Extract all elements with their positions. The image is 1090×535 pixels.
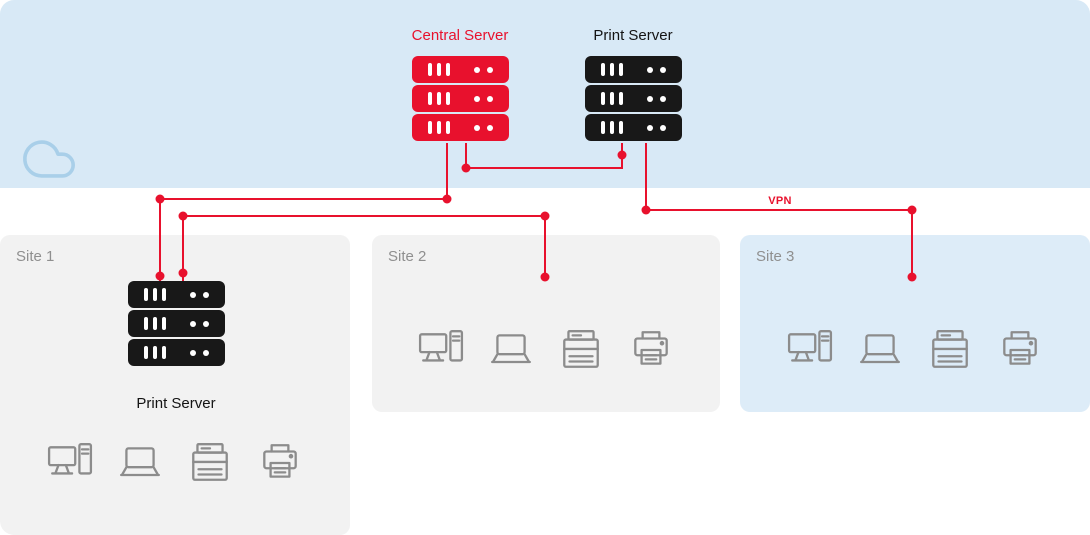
printer-icon <box>628 327 674 373</box>
server-slots <box>144 317 166 330</box>
desktop-computer-icon <box>787 327 833 373</box>
cloud-zone <box>0 0 1090 188</box>
server-unit <box>412 85 509 112</box>
server-slots <box>428 63 450 76</box>
connection-dot <box>641 205 651 215</box>
laptop-icon <box>488 327 534 373</box>
connection-dot <box>540 211 550 221</box>
server-unit <box>412 114 509 141</box>
server-leds <box>190 320 209 327</box>
server-unit <box>128 281 225 308</box>
connection-dot <box>178 211 188 221</box>
printer-icon <box>997 327 1043 373</box>
cloud-print-server-label: Print Server <box>593 27 673 44</box>
server-unit <box>412 56 509 83</box>
server-slots <box>144 288 166 301</box>
server-leds <box>647 95 666 102</box>
desktop-computer-icon <box>47 440 93 486</box>
cloud-print-server-icon <box>585 56 682 141</box>
site2-panel: Site 2 <box>372 235 720 412</box>
cloud-icon <box>23 140 75 178</box>
server-unit <box>585 85 682 112</box>
server-leds <box>647 66 666 73</box>
connection-dot <box>442 194 452 204</box>
server-leds <box>647 124 666 131</box>
server-slots <box>428 121 450 134</box>
mfp-icon <box>558 327 604 373</box>
site1-print-server-label: Print Server <box>136 395 216 412</box>
server-slots <box>601 121 623 134</box>
server-leds <box>474 95 493 102</box>
server-leds <box>474 124 493 131</box>
connection-dot <box>907 205 917 215</box>
site1-label: Site 1 <box>16 248 55 265</box>
connection-dot <box>155 194 165 204</box>
central-server-icon <box>412 56 509 141</box>
vpn-label: VPN <box>768 195 792 207</box>
mfp-icon <box>187 440 233 486</box>
server-unit <box>128 339 225 366</box>
site1-panel: Site 1 Print Server <box>0 235 350 535</box>
server-slots <box>601 63 623 76</box>
site3-devices <box>740 327 1090 373</box>
server-leds <box>190 349 209 356</box>
server-slots <box>144 346 166 359</box>
server-slots <box>428 92 450 105</box>
mfp-icon <box>927 327 973 373</box>
server-unit <box>585 56 682 83</box>
site1-devices <box>0 440 350 486</box>
server-unit <box>128 310 225 337</box>
server-leds <box>474 66 493 73</box>
site2-label: Site 2 <box>388 248 427 265</box>
printer-icon <box>257 440 303 486</box>
server-leds <box>190 291 209 298</box>
site3-label: Site 3 <box>756 248 795 265</box>
server-slots <box>601 92 623 105</box>
server-unit <box>585 114 682 141</box>
central-server-label: Central Server <box>411 27 509 44</box>
site1-print-server-icon <box>128 281 225 366</box>
site3-panel: Site 3 <box>740 235 1090 412</box>
desktop-computer-icon <box>418 327 464 373</box>
site2-devices <box>372 327 720 373</box>
laptop-icon <box>117 440 163 486</box>
laptop-icon <box>857 327 903 373</box>
